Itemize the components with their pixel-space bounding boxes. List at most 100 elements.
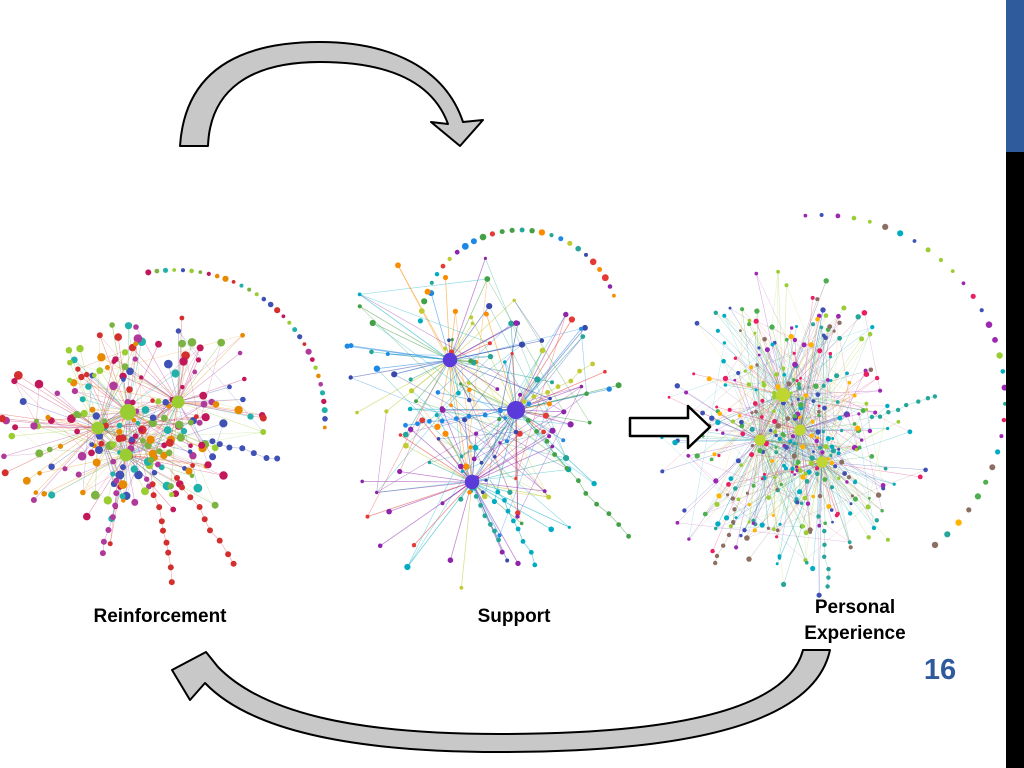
network-node	[938, 257, 944, 263]
network-node	[161, 414, 168, 422]
network-node	[92, 412, 101, 420]
network-node	[828, 351, 833, 356]
network-node	[795, 379, 799, 383]
network-node	[870, 325, 875, 330]
network-node	[195, 357, 202, 363]
network-edge	[799, 429, 818, 475]
network-reinforcement	[0, 267, 328, 586]
network-node	[821, 430, 825, 434]
network-node	[121, 363, 129, 371]
network-node	[463, 463, 470, 470]
network-node	[80, 489, 86, 496]
network-node	[187, 449, 193, 455]
network-edge	[792, 327, 822, 469]
network-edge	[821, 461, 883, 511]
network-edge	[499, 442, 549, 498]
network-edge	[86, 374, 193, 476]
network-node	[513, 429, 519, 435]
network-edge	[356, 359, 451, 413]
network-node	[126, 367, 134, 376]
network-node	[567, 525, 571, 529]
network-node	[442, 430, 449, 437]
network-node	[1001, 417, 1006, 423]
network-edge	[471, 481, 522, 524]
network-edge	[828, 458, 850, 543]
network-node	[196, 419, 203, 426]
network-node	[146, 435, 155, 444]
network-node	[442, 352, 458, 368]
network-node	[749, 452, 755, 458]
network-edge	[399, 471, 473, 483]
network-node	[539, 347, 546, 354]
network-node	[712, 452, 717, 457]
network-edge	[741, 394, 784, 427]
network-edge	[755, 394, 784, 525]
network-node	[682, 508, 687, 513]
network-edge	[866, 409, 884, 486]
network-edge	[792, 398, 803, 472]
network-edge	[734, 380, 761, 441]
network-edge	[471, 481, 500, 536]
network-node	[305, 348, 312, 355]
network-edge	[499, 386, 582, 444]
network-edge	[740, 330, 784, 396]
network-node	[836, 313, 841, 319]
network-node	[180, 384, 185, 390]
network-edge	[688, 455, 806, 561]
network-node	[775, 562, 779, 566]
network-edge	[729, 307, 750, 321]
network-edge	[688, 342, 725, 540]
network-edge	[756, 364, 862, 441]
network-edge	[399, 420, 423, 472]
network-node	[886, 426, 890, 431]
network-edge	[792, 309, 824, 469]
network-node	[131, 417, 137, 423]
network-node	[98, 440, 105, 447]
network-edge	[767, 349, 823, 463]
network-node	[728, 476, 734, 481]
network-edge	[411, 359, 451, 392]
network-edge	[471, 442, 501, 483]
network-node	[449, 403, 453, 408]
network-edge	[776, 461, 823, 564]
network-node	[201, 413, 210, 422]
network-node	[226, 444, 233, 451]
network-node	[775, 423, 781, 429]
network-edge	[82, 375, 93, 493]
network-edge	[376, 481, 473, 493]
network-edge	[347, 345, 451, 361]
network-edge	[177, 342, 222, 403]
network-node	[156, 448, 163, 455]
network-node	[739, 329, 742, 332]
network-node	[115, 470, 125, 480]
network-node	[37, 470, 42, 476]
network-node	[274, 455, 281, 462]
network-node	[579, 326, 584, 331]
network-edge	[504, 361, 530, 404]
network-node	[825, 436, 831, 442]
network-edge	[449, 278, 488, 361]
network-node	[999, 434, 1004, 439]
network-node	[907, 429, 913, 435]
network-edge	[33, 425, 99, 429]
network-edge	[712, 439, 761, 552]
network-edge	[132, 347, 179, 403]
network-node	[48, 463, 55, 470]
network-node	[727, 407, 732, 412]
network-node	[227, 384, 232, 390]
network-node	[470, 321, 475, 326]
network-edge	[688, 439, 761, 540]
network-edge	[509, 491, 549, 498]
network-edge	[515, 409, 564, 441]
network-node	[254, 292, 259, 297]
network-node	[717, 453, 721, 458]
network-edge	[18, 375, 99, 429]
network-edge	[782, 394, 795, 457]
network-node	[777, 554, 782, 559]
network-edge	[799, 428, 888, 431]
network-edge	[661, 437, 761, 441]
network-node	[155, 398, 162, 405]
network-edge	[811, 344, 834, 451]
network-node	[740, 431, 745, 437]
network-node	[503, 360, 507, 364]
